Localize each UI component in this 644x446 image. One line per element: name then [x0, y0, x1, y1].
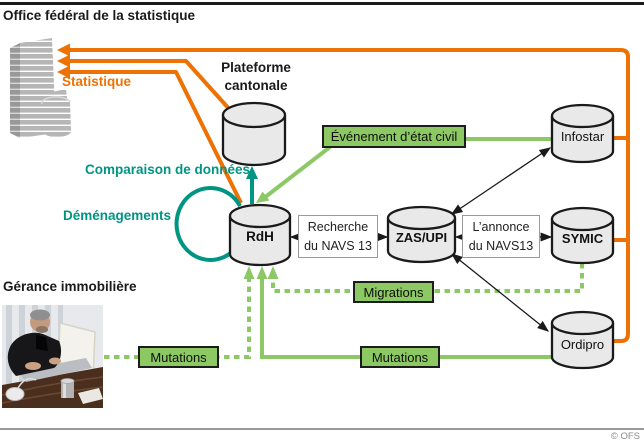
- gerance-photo: [2, 305, 103, 408]
- gerance-label: Gérance immobilière: [3, 279, 137, 294]
- mutations-solid-arrowhead: [256, 266, 268, 279]
- plateforme-cylinder: [221, 101, 287, 167]
- hand: [25, 362, 41, 370]
- plateforme-label: Plateforme cantonale: [221, 60, 291, 93]
- mutations-dashed-line: [104, 277, 251, 359]
- zas-ordipro-connector: [450, 253, 550, 332]
- statistique-flow-lines: [68, 48, 630, 343]
- ordipro-cylinder: [550, 310, 615, 370]
- mutations-dashed-arrowhead: [243, 266, 255, 279]
- zas-infostar-connector: [450, 147, 552, 215]
- recherche-navs-box: Recherche du NAVS 13: [298, 215, 378, 258]
- symic-label: SYMIC: [561, 231, 604, 246]
- comparaison-label: Comparaison de données: [85, 162, 251, 177]
- paper: [78, 388, 103, 404]
- zas-upi-label: ZAS/UPI: [395, 230, 448, 245]
- rdh-cylinder: [228, 203, 292, 267]
- orange-arrowhead-2: [57, 54, 70, 68]
- mouse: [5, 387, 25, 401]
- green-arrowheads: [243, 191, 279, 279]
- demenagements-loop: [174, 186, 242, 262]
- mutations-solid-line: [260, 277, 552, 359]
- migrations-arrowhead: [267, 266, 279, 279]
- orange-right-column-line: [68, 48, 630, 343]
- infostar-cylinder: [550, 103, 615, 164]
- ofs-building-icon: [10, 38, 72, 138]
- symic-cylinder: [550, 206, 615, 265]
- copyright: © OFS: [610, 431, 640, 442]
- evenement-arrowhead: [256, 191, 270, 203]
- orange-plateforme-line: [68, 59, 233, 113]
- zas-upi-cylinder: [386, 205, 457, 264]
- orange-arrowhead-3: [57, 65, 70, 79]
- annonce-navs-box: L’annonce du NAVS13: [462, 215, 540, 258]
- man-hair: [30, 309, 50, 321]
- man-suit: [7, 332, 62, 376]
- comparaison-arrowhead: [246, 166, 258, 179]
- statistique-label: Statistique: [62, 74, 132, 89]
- rdh-label: RdH: [246, 229, 274, 244]
- evenement-line-diagonal: [262, 145, 332, 200]
- ordipro-label: Ordipro: [560, 337, 605, 352]
- database-cylinders: [221, 101, 615, 370]
- mutations-gerance-box: Mutations: [138, 346, 219, 368]
- infostar-label: Infostar: [560, 129, 605, 144]
- page-title: Office fédéral de la statistique: [3, 8, 196, 23]
- mutations-ordipro-box: Mutations: [360, 346, 440, 368]
- evenement-box: Événement d’état civil: [322, 125, 466, 148]
- orange-rdh-line: [68, 70, 243, 204]
- orange-arrowhead-1: [57, 43, 70, 57]
- migrations-box: Migrations: [353, 281, 434, 303]
- demenagements-label: Déménagements: [63, 208, 172, 223]
- statistique-arrowheads: [57, 43, 70, 79]
- keyboard: [18, 358, 92, 382]
- bottom-rule: [0, 428, 644, 430]
- top-rule: [0, 2, 644, 5]
